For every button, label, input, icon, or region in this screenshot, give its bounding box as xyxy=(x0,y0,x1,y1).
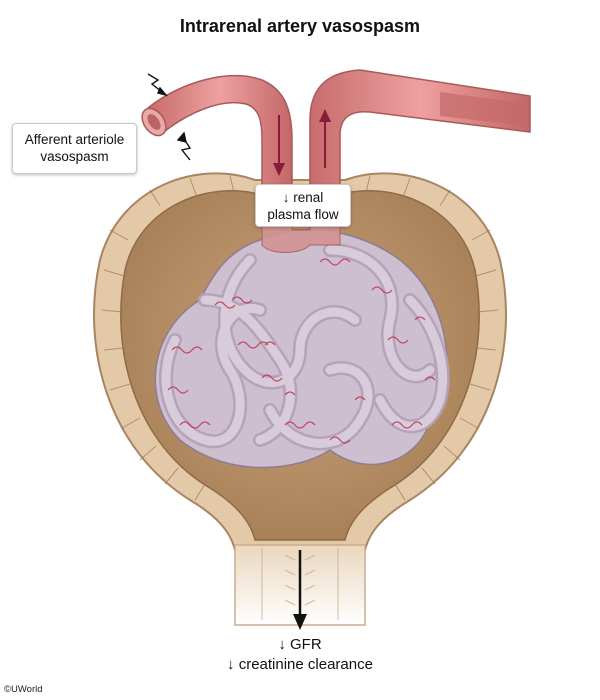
spasm-bolt-icon xyxy=(147,73,168,97)
renal-plasma-flow-label: ↓ renal plasma flow xyxy=(255,184,351,227)
creatinine-clearance-label: ↓ creatinine clearance xyxy=(227,656,373,673)
afferent-label-line1: Afferent arteriole xyxy=(24,132,125,147)
flow-up-arrow-icon xyxy=(319,109,331,168)
tubule-lumen-lines xyxy=(261,548,339,620)
gfr-label: ↓ GFR xyxy=(278,636,322,653)
flow-down-arrow-icon xyxy=(273,115,285,176)
efferent-arteriole-lumen xyxy=(440,92,528,126)
capsule-cell-lines xyxy=(101,175,499,501)
spasm-bolt-icon xyxy=(176,131,192,161)
afferent-arteriole xyxy=(147,74,293,201)
copyright-notice: ©UWorld xyxy=(4,684,43,695)
rpf-label-line2: plasma flow xyxy=(267,207,339,222)
afferent-label-line2: vasospasm xyxy=(40,149,109,164)
afferent-arteriole-vasospasm-label: Afferent arteriole vasospasm xyxy=(12,123,137,174)
rpf-label-line1: ↓ renal xyxy=(282,190,324,205)
gfr-down-arrow-icon xyxy=(293,550,307,630)
diagram-title: Intrarenal artery vasospasm xyxy=(179,16,421,36)
